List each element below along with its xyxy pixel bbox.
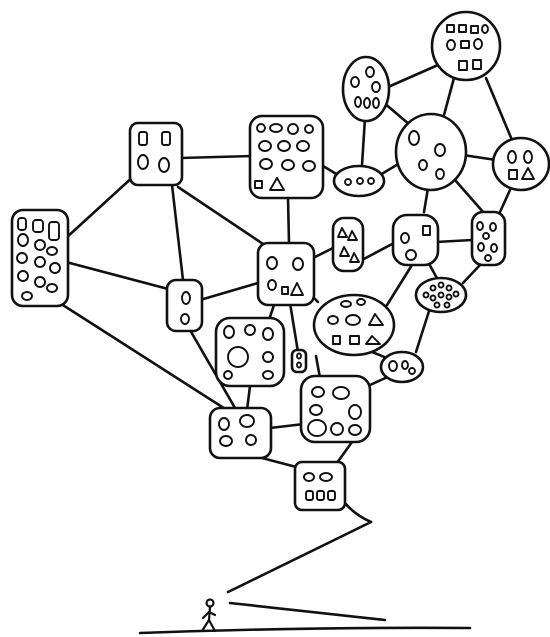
edge: [288, 301, 300, 354]
node: [491, 136, 550, 192]
node: [165, 278, 204, 333]
edge: [188, 328, 237, 410]
edge: [461, 263, 482, 285]
edge: [314, 354, 322, 380]
path-line: [343, 501, 373, 524]
edge: [176, 185, 274, 252]
node: [312, 293, 396, 357]
node: [214, 316, 286, 388]
edge: [198, 281, 260, 302]
node: [256, 241, 316, 307]
node: [208, 406, 273, 460]
edge: [385, 263, 414, 307]
edge: [414, 306, 432, 354]
edge: [170, 183, 185, 282]
node: [331, 216, 365, 273]
path-line: [226, 520, 373, 594]
edge: [245, 384, 252, 412]
edge: [311, 246, 335, 260]
edge: [321, 164, 340, 177]
edge: [286, 196, 291, 245]
edge: [422, 186, 430, 214]
path-line: [228, 601, 387, 622]
edge: [260, 456, 302, 470]
node: [332, 164, 386, 198]
edge: [461, 153, 498, 162]
edge: [268, 422, 306, 430]
edge: [53, 298, 232, 414]
node: [414, 276, 468, 314]
node: [293, 460, 347, 512]
edge: [178, 154, 255, 160]
edge: [64, 260, 174, 292]
node: [379, 350, 425, 384]
node: [10, 208, 70, 308]
node: [248, 114, 325, 200]
node: [299, 374, 372, 444]
person-icon: [200, 598, 217, 633]
node: [290, 348, 308, 374]
edge: [434, 238, 474, 244]
node: [394, 112, 468, 192]
node: [341, 55, 391, 123]
ground-line: [138, 626, 472, 635]
edge: [453, 178, 486, 215]
node: [391, 213, 440, 267]
edge: [442, 76, 456, 117]
edge: [360, 116, 367, 167]
node: [430, 10, 502, 82]
edge: [64, 173, 137, 240]
edge: [360, 241, 396, 262]
edge: [381, 100, 412, 127]
edge: [386, 63, 440, 89]
ground: [138, 601, 472, 635]
edge: [498, 188, 512, 214]
node: [128, 121, 184, 187]
edge: [484, 76, 514, 142]
node: [470, 210, 507, 267]
